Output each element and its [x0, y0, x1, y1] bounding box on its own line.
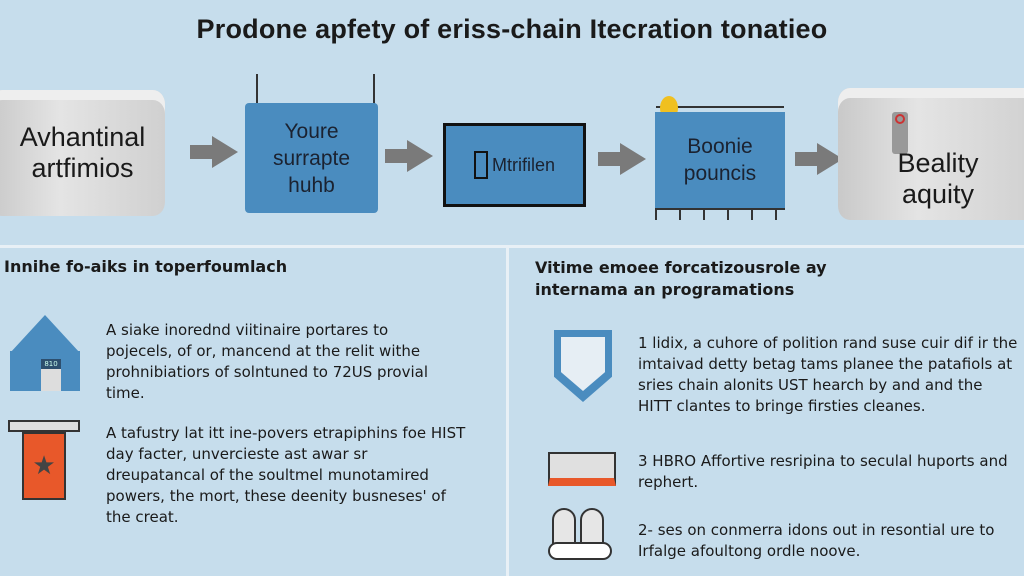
arrow-icon	[385, 140, 433, 172]
source-cylinder: Avhantinal artfimios	[0, 90, 165, 216]
tag-icon	[892, 112, 908, 154]
right-item-text: 3 HBRO Affortive resripina to seculal hu…	[638, 452, 1008, 491]
frame-line	[656, 106, 784, 108]
arrow-icon	[598, 143, 646, 175]
target-label: Beality aquity	[897, 148, 979, 209]
trophy-icon: ★	[8, 420, 80, 512]
arrow-icon	[190, 136, 238, 168]
source-label: Avhantinal artfimios	[19, 122, 146, 183]
fence-icon	[655, 208, 785, 220]
divider	[0, 245, 1024, 248]
left-item-text: A siake inorednd viitinaire portares to …	[106, 321, 429, 402]
left-item-text: A tafustry lat itt ine-povers etrapiphin…	[106, 424, 466, 526]
house-badge: 810	[41, 359, 61, 369]
left-panel-heading: Innihe fo-aiks in toperfoumlach	[4, 257, 288, 276]
target-cylinder: Beality aquity	[838, 88, 1024, 220]
right-item-text: 2- ses on conmerra idons out in resontia…	[638, 521, 995, 560]
step-label: Mtrifilen	[491, 154, 555, 175]
house-icon: 810	[6, 315, 80, 391]
step-label: Youre surrapte huhb	[272, 119, 351, 197]
right-panel-heading: Vitime emoee forcatizousrole ay internam…	[535, 258, 827, 299]
step-label: Boonie pouncis	[683, 135, 757, 185]
antenna-line	[373, 74, 375, 104]
step-box-3: Mtrifilen	[443, 123, 586, 207]
card-icon	[548, 452, 616, 486]
diagram-title: Prodone apfety of eriss-chain Itecration…	[196, 14, 828, 44]
step-box-4: Boonie pouncis	[655, 112, 785, 208]
shield-icon	[554, 330, 612, 402]
step-box-2: Youre surrapte huhb	[245, 103, 378, 213]
right-item-text: 1 lidix, a cuhore of polition rand suse …	[638, 334, 1018, 415]
arrow-icon	[795, 143, 843, 175]
binoculars-icon	[548, 508, 612, 560]
antenna-line	[256, 74, 258, 104]
divider	[506, 248, 509, 576]
device-icon	[473, 151, 488, 179]
